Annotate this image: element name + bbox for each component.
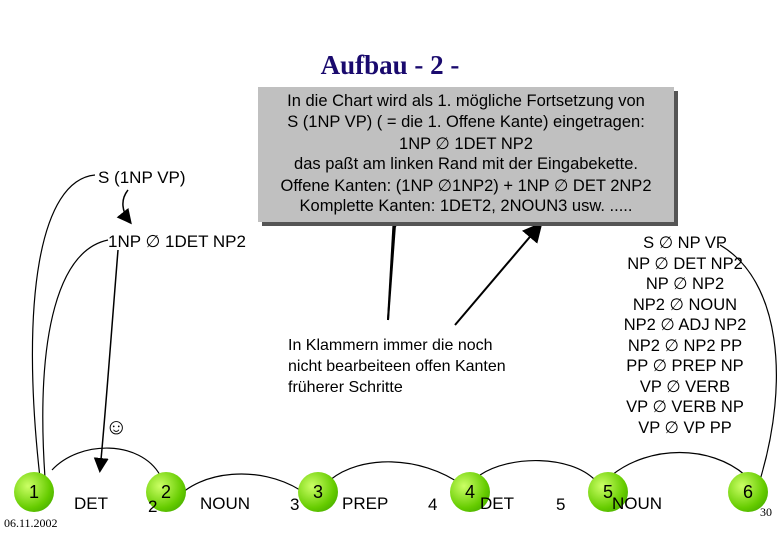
callout-line-1: In die Chart wird als 1. mögliche Fortse… (287, 92, 645, 110)
word-prep: PREP (342, 494, 389, 513)
chart-node-2: 2 (146, 472, 186, 512)
note-line: nicht bearbeiteen offen Kanten (288, 358, 506, 375)
word-det: DET (74, 494, 108, 513)
position-number: 3 (290, 495, 300, 514)
chart-node-6: 6 (728, 472, 768, 512)
position-number: 2 (148, 497, 158, 516)
edge-label-np: 1NP ∅ 1DET NP2 (108, 232, 246, 251)
chart-node-3: 3 (298, 472, 338, 512)
note-line: In Klammern immer die noch (288, 337, 493, 354)
edge-arc-det (93, 249, 119, 473)
edge-arc-5-6 (611, 452, 746, 476)
pointer-to-callout-3 (454, 221, 543, 326)
edge-label-s: S (1NP VP) (98, 168, 186, 187)
edge-arc-s (116, 189, 132, 225)
rule: VP ∅ VERB NP (626, 398, 744, 416)
callout-box: In die Chart wird als 1. mögliche Fortse… (258, 87, 674, 222)
word-noun: NOUN (612, 494, 663, 513)
chart-node-4: 4 (450, 472, 490, 512)
rule: NP2 ∅ ADJ NP2 (623, 316, 747, 334)
rule: VP ∅ VP PP (638, 418, 732, 437)
callout-line-2: S (1NP VP) ( = die 1. Offene Kante) eing… (287, 113, 645, 131)
word-noun: NOUN (200, 494, 251, 513)
rule: NP2 ∅ NP2 PP (627, 336, 743, 355)
date-footer: 06.11.2002 (4, 516, 58, 530)
rule: NP2 ∅ NOUN (632, 295, 738, 314)
callout-line-5: Offene Kanten: (1NP ∅1NP2) + 1NP ∅ DET 2… (280, 177, 652, 195)
note-line: früherer Schritte (288, 379, 403, 396)
word-det: DET (480, 494, 514, 513)
edge-arc-np (42, 239, 109, 479)
position-number: 4 (428, 495, 438, 514)
chart-node-5: 5 (588, 472, 628, 512)
callout-line-4: das paßt am linken Rand mit der Eingabek… (294, 155, 638, 173)
chart-node-1: 1 (14, 472, 54, 512)
page-title: Aufbau - 2 - (320, 50, 460, 80)
edge-arc-3-4 (329, 461, 463, 486)
callout-line-6: Komplette Kanten: 1DET2, 2NOUN3 usw. ...… (299, 197, 633, 215)
edge-arc-right (719, 244, 777, 481)
edge-arc-1-2 (51, 447, 161, 476)
grammar-rules: S ∅ NP VP NP ∅ DET NP2 NP ∅ NP2 NP2 ∅ NO… (600, 233, 770, 438)
position-number: 5 (556, 495, 566, 514)
rule: PP ∅ PREP NP (626, 357, 744, 375)
rule: S ∅ NP VP (643, 234, 727, 252)
page-number: 30 (760, 505, 772, 519)
smiley-icon: ☺ (105, 414, 128, 439)
note-text: In Klammern immer die noch nicht bearbei… (288, 335, 506, 398)
rule: NP ∅ DET NP2 (627, 254, 743, 273)
edge-arc-outer (31, 174, 96, 479)
rule: NP ∅ NP2 (645, 275, 725, 293)
edge-arc-4-5 (479, 460, 596, 481)
rule: VP ∅ VERB (639, 377, 731, 396)
callout-line-3: 1NP ∅ 1DET NP2 (399, 135, 533, 153)
